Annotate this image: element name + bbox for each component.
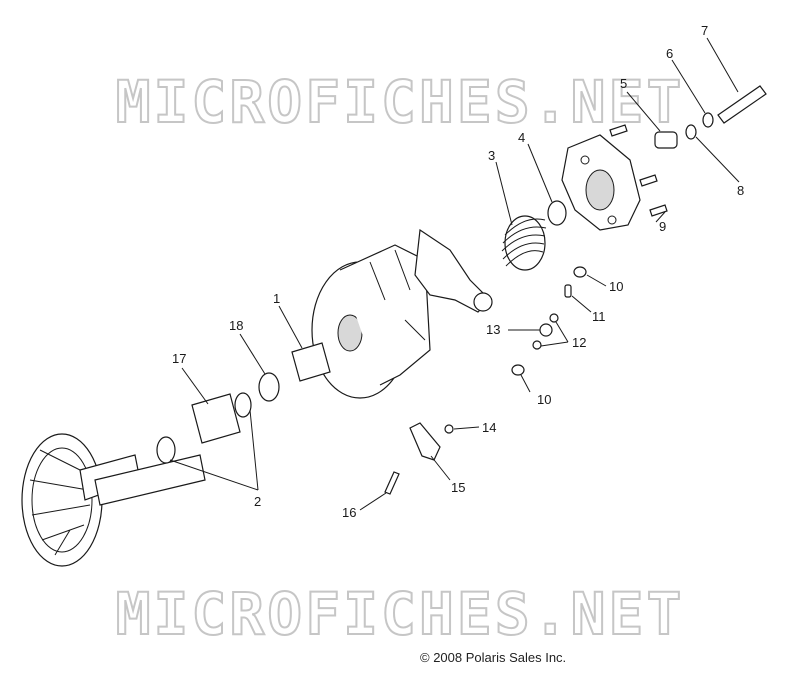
washer-6-part [702, 112, 714, 128]
oring-2a-part [234, 392, 252, 418]
washer-8-part [685, 124, 697, 140]
copyright-notice: © 2008 Polaris Sales Inc. [420, 650, 567, 665]
washer-12b-part [532, 340, 542, 350]
watermark-top: MICROFICHES.NET [115, 67, 685, 137]
bushing-4-part [547, 200, 567, 226]
callout-8: 8 [737, 183, 744, 198]
callout-18: 18 [229, 318, 243, 333]
spacer-5-part [654, 131, 678, 149]
pin-16-part [384, 471, 400, 495]
roller-10-part [573, 266, 587, 278]
leader-lines [169, 37, 740, 511]
callout-10-top: 10 [609, 279, 623, 294]
callout-14: 14 [482, 420, 496, 435]
callout-6: 6 [666, 46, 673, 61]
oring-2b-part [156, 436, 176, 464]
bushing-13-part [539, 323, 553, 337]
callout-3: 3 [488, 148, 495, 163]
callout-1: 1 [273, 291, 280, 306]
roller-10b-part [511, 364, 525, 376]
callout-10-bottom: 10 [537, 392, 551, 407]
sleeve-17-part [191, 393, 241, 444]
callout-7: 7 [701, 23, 708, 38]
spider-part [414, 228, 493, 313]
callout-13: 13 [486, 322, 500, 337]
callout-15: 15 [451, 480, 465, 495]
callout-2: 2 [254, 494, 261, 509]
callout-4: 4 [518, 130, 525, 145]
fixed-sheave-part [21, 433, 206, 567]
callout-11: 11 [592, 309, 606, 324]
bolt-7-part [717, 85, 767, 124]
washer-12-part [549, 313, 559, 323]
callout-9: 9 [659, 219, 666, 234]
spring-part [501, 215, 547, 271]
nut-14-part [444, 424, 454, 434]
pin-11-part [564, 284, 572, 298]
callout-17: 17 [172, 351, 186, 366]
callout-12: 12 [572, 335, 586, 350]
cover-plate-part [561, 134, 641, 231]
screw-9-part [609, 124, 668, 217]
ring-18-part [258, 372, 280, 402]
callout-16: 16 [342, 505, 356, 520]
watermark-bottom: MICROFICHES.NET [115, 579, 685, 649]
moveable-sheave-part [311, 244, 431, 399]
callout-5: 5 [620, 76, 627, 91]
bushing-1-part [291, 342, 331, 382]
weight-15-part [409, 422, 441, 461]
